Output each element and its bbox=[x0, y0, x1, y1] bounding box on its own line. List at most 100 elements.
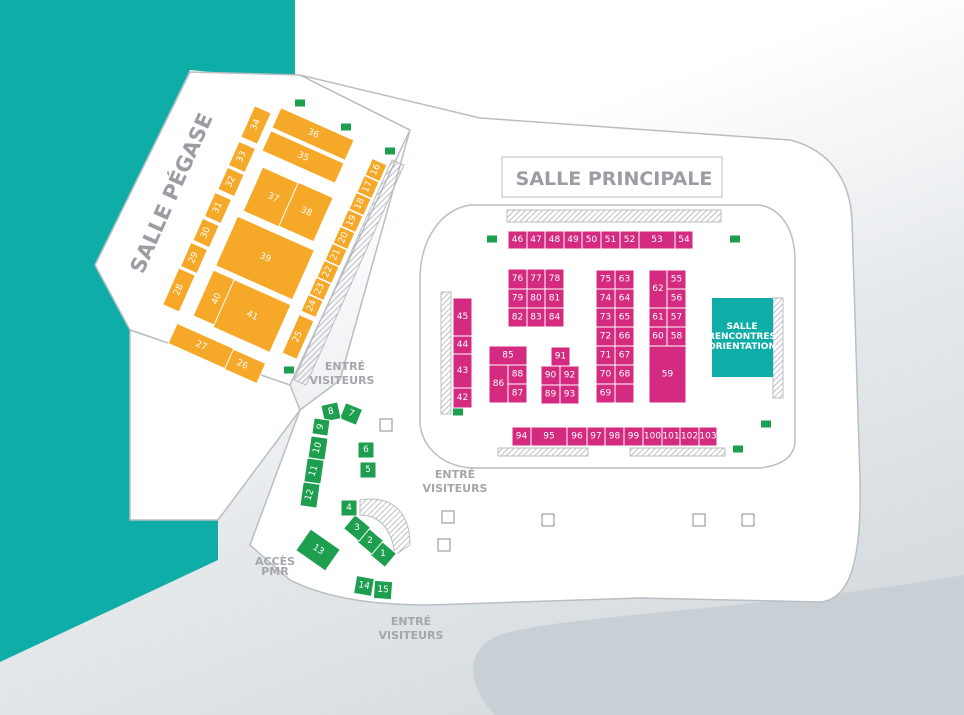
stand-59[interactable]: 59 bbox=[648, 345, 687, 404]
stand-89[interactable]: 89 bbox=[540, 384, 561, 405]
stand-24[interactable]: 24 bbox=[300, 293, 324, 319]
stand-38[interactable]: 38 bbox=[278, 181, 334, 243]
stand-74[interactable]: 74 bbox=[595, 288, 616, 309]
stand-88[interactable]: 88 bbox=[507, 364, 528, 385]
stand-20[interactable]: 20 bbox=[332, 225, 356, 251]
stand-49[interactable]: 49 bbox=[563, 230, 583, 250]
stand-36[interactable]: 36 bbox=[271, 107, 355, 161]
stand-25[interactable]: 25 bbox=[281, 313, 315, 361]
stand-99[interactable]: 99 bbox=[623, 426, 644, 447]
stand-8[interactable]: 8 bbox=[320, 401, 342, 423]
stand-81[interactable]: 81 bbox=[544, 288, 565, 309]
stand-79[interactable]: 79 bbox=[507, 288, 528, 309]
stand-10[interactable]: 10 bbox=[307, 435, 329, 461]
stand-62[interactable]: 62 bbox=[648, 269, 668, 309]
stand-91[interactable]: 91 bbox=[550, 346, 571, 367]
stand-103[interactable]: 103 bbox=[698, 426, 718, 447]
stand-66[interactable]: 66 bbox=[614, 326, 635, 347]
stand-46[interactable]: 46 bbox=[507, 230, 528, 250]
stand-77[interactable]: 77 bbox=[526, 268, 546, 290]
stand-100[interactable]: 100 bbox=[642, 426, 663, 447]
stand-35[interactable]: 35 bbox=[261, 130, 345, 184]
stand-58[interactable]: 58 bbox=[666, 326, 687, 347]
stand-5[interactable]: 5 bbox=[359, 461, 377, 479]
stand-69[interactable]: 69 bbox=[595, 383, 616, 404]
stand-70[interactable]: 70 bbox=[595, 364, 616, 385]
stand-31[interactable]: 31 bbox=[203, 191, 233, 225]
stand-42[interactable]: 42 bbox=[452, 387, 473, 409]
stand-98[interactable]: 98 bbox=[604, 426, 625, 447]
stand-15[interactable]: 15 bbox=[372, 579, 394, 601]
stand-61[interactable]: 61 bbox=[648, 307, 668, 328]
stand-67[interactable]: 67 bbox=[614, 345, 635, 366]
stand-blank[interactable] bbox=[614, 383, 635, 404]
stand-90[interactable]: 90 bbox=[540, 365, 561, 386]
stand-33[interactable]: 33 bbox=[227, 140, 257, 174]
stand-60[interactable]: 60 bbox=[648, 326, 668, 347]
stand-55[interactable]: 55 bbox=[666, 269, 687, 290]
stand-14[interactable]: 14 bbox=[352, 574, 376, 598]
stand-32[interactable]: 32 bbox=[217, 166, 245, 198]
stand-18[interactable]: 18 bbox=[348, 191, 372, 217]
stand-45[interactable]: 45 bbox=[452, 297, 473, 337]
stand-97[interactable]: 97 bbox=[586, 426, 606, 447]
stand-30[interactable]: 30 bbox=[192, 217, 220, 249]
stand-23[interactable]: 23 bbox=[308, 276, 332, 302]
stand-27[interactable]: 27 bbox=[167, 322, 235, 370]
stand-11[interactable]: 11 bbox=[303, 457, 325, 485]
stand-9[interactable]: 9 bbox=[311, 417, 331, 437]
stand-96[interactable]: 96 bbox=[566, 426, 588, 447]
stand-92[interactable]: 92 bbox=[559, 365, 580, 386]
stand-7[interactable]: 7 bbox=[338, 402, 364, 426]
stand-48[interactable]: 48 bbox=[544, 230, 565, 250]
stand-68[interactable]: 68 bbox=[614, 364, 635, 385]
stand-17[interactable]: 17 bbox=[356, 174, 380, 200]
stand-85[interactable]: 85 bbox=[488, 345, 528, 366]
stand-41[interactable]: 41 bbox=[212, 278, 292, 354]
stand-82[interactable]: 82 bbox=[507, 307, 528, 328]
stand-3[interactable]: 3 bbox=[342, 513, 372, 543]
salle-rencontres-orientation[interactable] bbox=[712, 298, 773, 377]
stand-22[interactable]: 22 bbox=[316, 259, 340, 285]
stand-47[interactable]: 47 bbox=[526, 230, 546, 250]
stand-71[interactable]: 71 bbox=[595, 345, 616, 366]
stand-64[interactable]: 64 bbox=[614, 288, 635, 309]
stand-87[interactable]: 87 bbox=[507, 383, 528, 404]
stand-76[interactable]: 76 bbox=[507, 268, 528, 290]
stand-6[interactable]: 6 bbox=[357, 441, 375, 459]
stand-51[interactable]: 51 bbox=[600, 230, 621, 250]
stand-19[interactable]: 19 bbox=[340, 208, 364, 234]
stand-84[interactable]: 84 bbox=[544, 307, 565, 328]
stand-72[interactable]: 72 bbox=[595, 326, 616, 347]
stand-83[interactable]: 83 bbox=[526, 307, 546, 328]
stand-57[interactable]: 57 bbox=[666, 307, 687, 328]
stand-39[interactable]: 39 bbox=[214, 215, 316, 301]
stand-12[interactable]: 12 bbox=[299, 481, 321, 509]
stand-86[interactable]: 86 bbox=[488, 364, 509, 404]
stand-16[interactable]: 16 bbox=[364, 157, 388, 183]
stand-63[interactable]: 63 bbox=[614, 269, 635, 290]
stand-29[interactable]: 29 bbox=[179, 241, 209, 275]
stand-28[interactable]: 28 bbox=[161, 267, 197, 313]
stand-13[interactable]: 13 bbox=[295, 528, 341, 572]
stand-50[interactable]: 50 bbox=[581, 230, 602, 250]
stand-94[interactable]: 94 bbox=[511, 426, 532, 447]
stand-44[interactable]: 44 bbox=[452, 335, 473, 355]
stand-21[interactable]: 21 bbox=[324, 242, 348, 268]
stand-75[interactable]: 75 bbox=[595, 269, 616, 290]
stand-56[interactable]: 56 bbox=[666, 288, 687, 309]
stand-95[interactable]: 95 bbox=[530, 426, 568, 447]
stand-78[interactable]: 78 bbox=[544, 268, 565, 290]
stand-4[interactable]: 4 bbox=[340, 499, 358, 517]
stand-101[interactable]: 101 bbox=[661, 426, 681, 447]
stand-54[interactable]: 54 bbox=[674, 230, 694, 250]
stand-53[interactable]: 53 bbox=[638, 230, 676, 250]
stand-102[interactable]: 102 bbox=[679, 426, 700, 447]
stand-80[interactable]: 80 bbox=[526, 288, 546, 309]
stand-93[interactable]: 93 bbox=[559, 384, 580, 405]
stand-52[interactable]: 52 bbox=[619, 230, 640, 250]
stand-65[interactable]: 65 bbox=[614, 307, 635, 328]
stand-73[interactable]: 73 bbox=[595, 307, 616, 328]
stand-43[interactable]: 43 bbox=[452, 353, 473, 389]
stand-34[interactable]: 34 bbox=[240, 105, 272, 145]
